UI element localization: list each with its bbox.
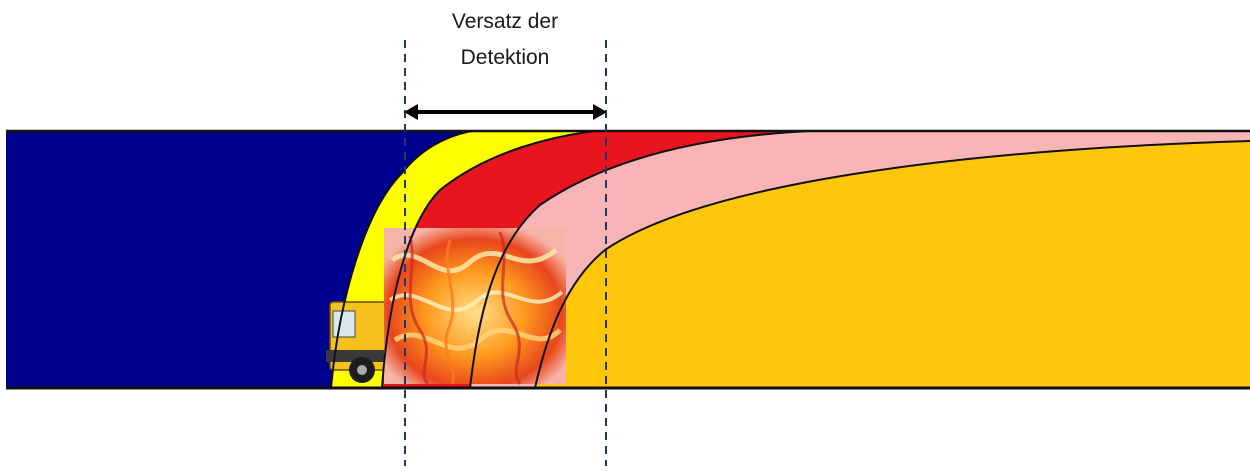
zone-amber [535,141,1250,388]
fire-icon [384,228,566,386]
boundary-line-1 [330,131,473,388]
double-arrow-icon [404,104,607,120]
boundary-line-3 [469,131,811,388]
boundary-line-2 [381,131,596,388]
annotation-label-line2: Detektion [460,46,550,69]
annotation-label-line1: Versatz der [451,10,559,33]
boundary-line-4 [534,140,1250,388]
